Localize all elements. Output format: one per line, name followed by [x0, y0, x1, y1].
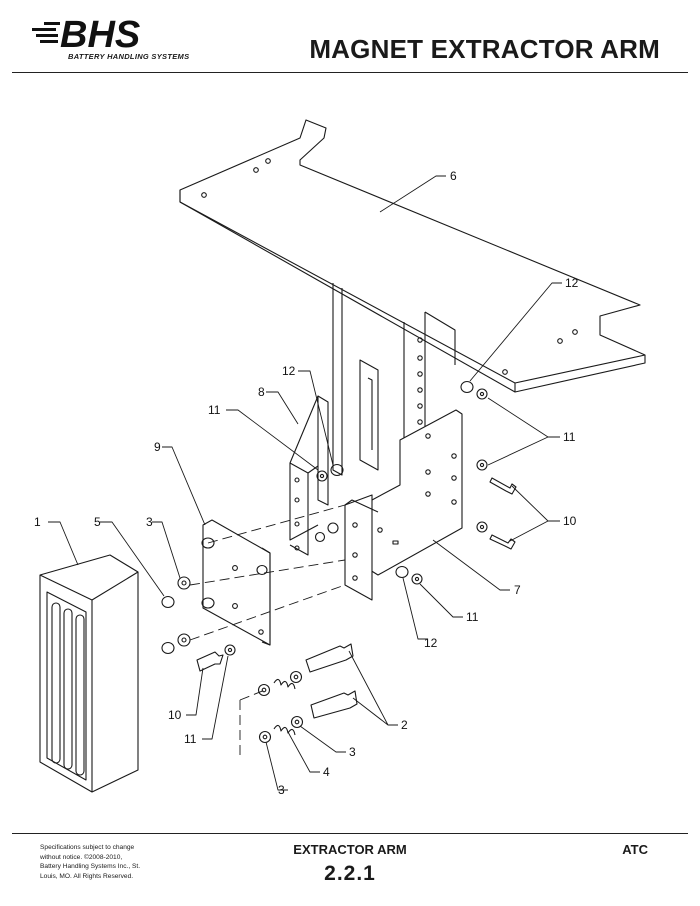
- notice-line: Specifications subject to change: [40, 844, 135, 851]
- right-arm-bracket: [344, 409, 463, 601]
- callout-6: 6: [450, 169, 457, 183]
- logo-subtitle: BATTERY HANDLING SYSTEMS: [68, 52, 190, 61]
- vertical-support-post: [332, 283, 456, 486]
- callout-10-right: 10: [563, 514, 577, 528]
- callout-3-right: 3: [349, 745, 356, 759]
- callout-8: 8: [258, 385, 265, 399]
- footer-rule: [12, 833, 688, 834]
- callout-12-top: 12: [565, 276, 579, 290]
- callout-10-left: 10: [168, 708, 182, 722]
- page-header: BHS BATTERY HANDLING SYSTEMS MAGNET EXTR…: [0, 0, 700, 72]
- callout-1: 1: [34, 515, 41, 529]
- page-title: MAGNET EXTRACTOR ARM: [309, 34, 660, 64]
- callout-numbers: 1 5 3 9 11 8 12 6 12 11 10 7 11 12 10 11…: [34, 169, 579, 797]
- callout-12-lower: 12: [424, 636, 438, 650]
- notice-line: without notice. ©2008-2010,: [40, 853, 123, 861]
- callout-7: 7: [514, 583, 521, 597]
- callout-4: 4: [323, 765, 330, 779]
- section-number: 2.2.1: [324, 862, 376, 885]
- callout-3-bottom: 3: [278, 783, 285, 797]
- callout-11-lower: 11: [466, 610, 479, 624]
- bhs-logo-mark: BHS: [32, 14, 140, 52]
- notice-line: Louis, MO. All Rights Reserved.: [40, 872, 134, 880]
- notice-line: Battery Handling Systems Inc., St.: [40, 863, 141, 870]
- top-mounting-plate: [179, 119, 646, 393]
- callout-leaders: [48, 175, 562, 791]
- logo-wordmark: BHS: [60, 14, 140, 52]
- bhs-logo: BHS BATTERY HANDLING SYSTEMS: [30, 14, 205, 64]
- callout-3-upper: 3: [146, 515, 153, 529]
- callout-11-right: 11: [563, 430, 576, 444]
- callout-11-left: 11: [208, 403, 221, 417]
- callout-12-left: 12: [282, 364, 296, 378]
- magnet-mounting-plate: [201, 519, 271, 646]
- callout-9: 9: [154, 440, 161, 454]
- exploded-assembly-drawing: 1 5 3 9 11 8 12 6 12 11 10 7 11 12 10 11…: [34, 119, 646, 797]
- header-rule: [12, 72, 688, 73]
- copyright-notice: Specifications subject to change without…: [40, 843, 170, 881]
- callout-2: 2: [401, 718, 408, 732]
- assembly-centerlines: [189, 504, 346, 755]
- magnet-block: [39, 554, 139, 793]
- model-code: ATC: [622, 842, 648, 857]
- left-arm-bracket: [289, 395, 329, 556]
- callout-11-bottom: 11: [184, 732, 197, 746]
- section-title: EXTRACTOR ARM: [293, 842, 407, 857]
- callout-5: 5: [94, 515, 101, 529]
